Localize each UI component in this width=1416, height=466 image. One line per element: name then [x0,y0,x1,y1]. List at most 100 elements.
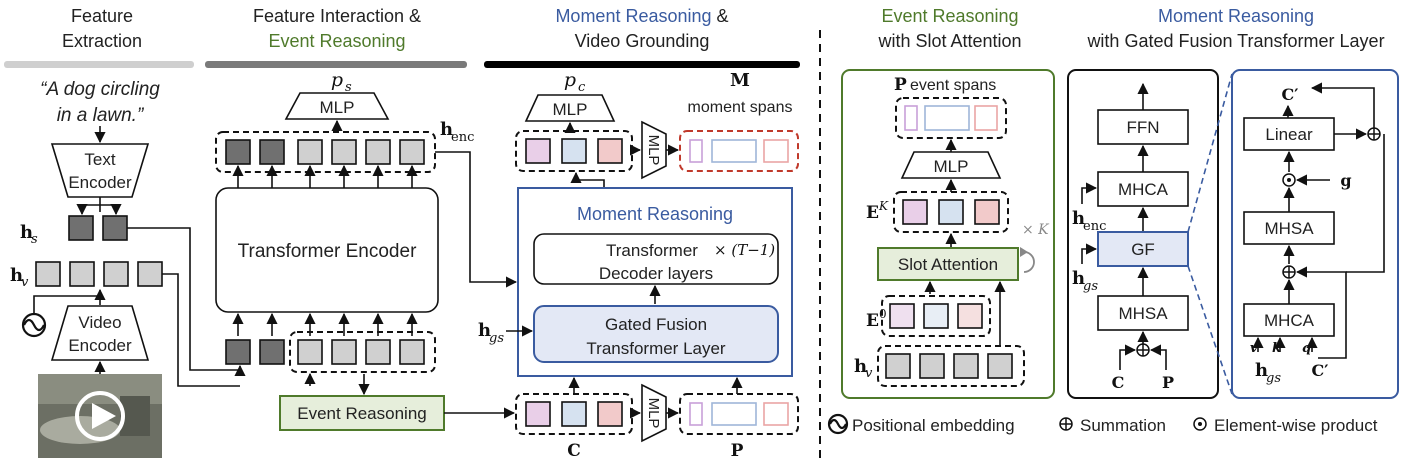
event-slot [525,401,551,427]
span-box [763,402,789,426]
mlp-ps: MLP [284,92,390,120]
g-symbol: g [1340,171,1351,190]
svg-text:Encoder: Encoder [68,336,132,355]
EK-symbol: E K [866,199,889,223]
svg-text:with Gated Fusion Transformer: with Gated Fusion Transformer Layer [1086,31,1384,51]
moment-query [525,138,551,164]
span-box [689,139,703,163]
svg-text:P: P [894,75,907,95]
svg-text:Video: Video [78,313,121,332]
event-reasoning-block: Event Reasoning [279,395,445,431]
text-token [102,215,128,241]
svg-text:Event Reasoning: Event Reasoning [881,6,1018,26]
mhca-detail-block: MHCA [1243,303,1335,337]
svg-text:h: h [1072,208,1085,229]
svg-text:v: v [21,275,29,290]
gf-block: GF [1097,231,1189,267]
henc-gf-symbol: h enc [1072,208,1106,234]
svg-text:× (T−1): × (T−1) [714,241,775,259]
span-box [924,105,970,131]
encoder-output-group [215,131,436,173]
transformer-decoder-layers: Transformer Decoder layers × (T−1) [533,233,779,285]
header-feature-extraction: Feature Extraction [4,6,194,68]
henc-symbol: h enc [440,119,474,145]
svg-text:“A dog circling: “A dog circling [40,79,160,100]
product-icon [1193,417,1207,431]
svg-text:h: h [10,265,23,286]
svg-text:Moment Reasoning: Moment Reasoning [1158,6,1314,26]
svg-text:Transformer Encoder: Transformer Encoder [238,241,417,262]
span-box [711,139,757,163]
svg-text:Feature: Feature [71,6,133,26]
svg-text:Gated Fusion: Gated Fusion [605,315,707,334]
svg-text:c: c [578,80,586,95]
init-slot [957,303,983,329]
summation-icon [1367,127,1381,141]
moment-query [597,138,623,164]
svg-text:× K: × K [1022,222,1050,238]
summation-icon [1059,417,1073,431]
video-token [919,353,945,379]
mhsa-block: MHSA [1097,295,1189,331]
svg-text:MHCA: MHCA [1264,311,1315,330]
header-moment-grounding: Moment Reasoning & Video Grounding [484,6,800,68]
span-box [711,402,757,426]
span-box [763,139,789,163]
k-symbol: k [1272,341,1281,356]
video-input-group [289,331,436,373]
svg-text:Extraction: Extraction [62,31,142,51]
moment-spans-output [679,130,799,172]
svg-text:Element-wise product: Element-wise product [1214,416,1378,435]
enc-token [225,139,251,165]
EK-group [893,191,1009,233]
positional-embedding-icon [21,312,47,338]
svg-text:h: h [20,222,33,243]
svg-text:Decoder layers: Decoder layers [599,264,713,283]
span-box [689,402,703,426]
svg-text:with Slot Attention: with Slot Attention [877,31,1021,51]
svg-text:MLP: MLP [320,98,355,117]
svg-text:Text: Text [84,150,115,169]
svg-text:gs: gs [1266,371,1281,386]
header-moment-gated: Moment Reasoning with Gated Fusion Trans… [1086,6,1384,51]
svg-text:Slot Attention: Slot Attention [898,255,998,274]
v-symbol: v [1250,341,1258,356]
video-thumbnail [38,374,162,458]
svg-text:Video Grounding: Video Grounding [575,31,710,51]
header-feature-interaction: Feature Interaction & Event Reasoning [205,6,467,68]
P-event-spans-label: P event spans [894,75,996,95]
input-token [225,339,251,365]
svg-text:FFN: FFN [1126,118,1159,137]
svg-text:Positional embedding: Positional embedding [852,416,1015,435]
svg-text:h: h [478,320,491,341]
input-token [399,339,425,365]
Cprime-out-symbol: C′ [1282,85,1299,104]
svg-text:MLP: MLP [645,135,662,166]
event-spans-P-group [679,393,799,435]
summation-icon [1136,343,1150,357]
text-token [68,215,94,241]
summation-icon [1282,265,1296,279]
hgs-detail-symbol: h gs [1255,360,1281,386]
svg-text:Summation: Summation [1080,416,1166,435]
q-symbol: q [1302,341,1311,356]
event-slot [597,401,623,427]
Cprime-in-symbol: C′ [1312,361,1329,380]
svg-text:E: E [866,203,879,223]
query-text: “A dog circling in a lawn.” [40,79,160,126]
hgs-symbol: h gs [478,320,504,346]
video-token [987,353,1013,379]
mhca-block-top: MHCA [1097,171,1189,207]
C-symbol: C [567,441,581,461]
enc-token [259,139,285,165]
svg-text:Encoder: Encoder [68,173,132,192]
enc-token [399,139,425,165]
enc-token [297,139,323,165]
svg-text:Event Reasoning: Event Reasoning [268,31,405,51]
mhsa-detail-block: MHSA [1243,211,1335,245]
svg-text:in a lawn.”: in a lawn.” [57,105,145,126]
header-event-slot: Event Reasoning with Slot Attention [877,6,1021,51]
enc-token [331,139,357,165]
text-encoder: Text Encoder [50,143,150,198]
